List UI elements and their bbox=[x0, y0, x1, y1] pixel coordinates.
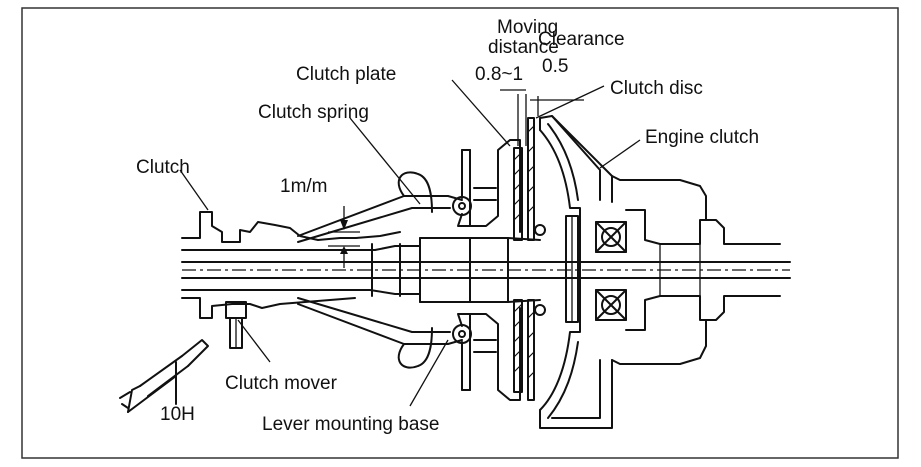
diagram-frame bbox=[21, 7, 899, 459]
main-shaft bbox=[181, 261, 791, 279]
wrench-tool-icon bbox=[119, 339, 209, 413]
clutch-plate-label: Clutch plate bbox=[296, 64, 396, 85]
leader-lines bbox=[179, 79, 641, 407]
output-flange bbox=[565, 209, 781, 331]
clearance-label: Clearance bbox=[538, 29, 625, 50]
clutch-disc-label: Clutch disc bbox=[610, 78, 703, 99]
clutch-housing-upper bbox=[181, 211, 421, 251]
clutch-mover-label: Clutch mover bbox=[225, 373, 338, 394]
lever-mounting-base-label: Lever mounting base bbox=[262, 414, 439, 435]
bearing-lower bbox=[595, 289, 627, 321]
bearing-upper bbox=[595, 221, 627, 253]
moving-distance-value: 0.8~1 bbox=[475, 64, 523, 85]
moving-distance-label-line1: Moving bbox=[497, 17, 558, 38]
moving-distance-label-line2: distance bbox=[488, 37, 559, 58]
clutch-spring-label: Clutch spring bbox=[258, 102, 369, 123]
gap-indicator bbox=[328, 206, 360, 268]
clutch-disc bbox=[527, 117, 546, 401]
clutch-housing-lower bbox=[181, 289, 421, 319]
engine-clutch-label: Engine clutch bbox=[645, 127, 759, 148]
engine-clutch-housing bbox=[539, 115, 613, 429]
gap-1mm-label: 1m/m bbox=[280, 176, 328, 197]
upper-lever bbox=[297, 139, 521, 243]
tool-10h-label: 10H bbox=[160, 404, 195, 425]
clutch-mover-block bbox=[225, 301, 247, 349]
lower-lever bbox=[297, 297, 521, 401]
clutch-label: Clutch bbox=[136, 157, 190, 178]
clearance-value: 0.5 bbox=[542, 56, 568, 77]
clutch-plate bbox=[513, 147, 523, 393]
housing-right bbox=[611, 175, 707, 365]
